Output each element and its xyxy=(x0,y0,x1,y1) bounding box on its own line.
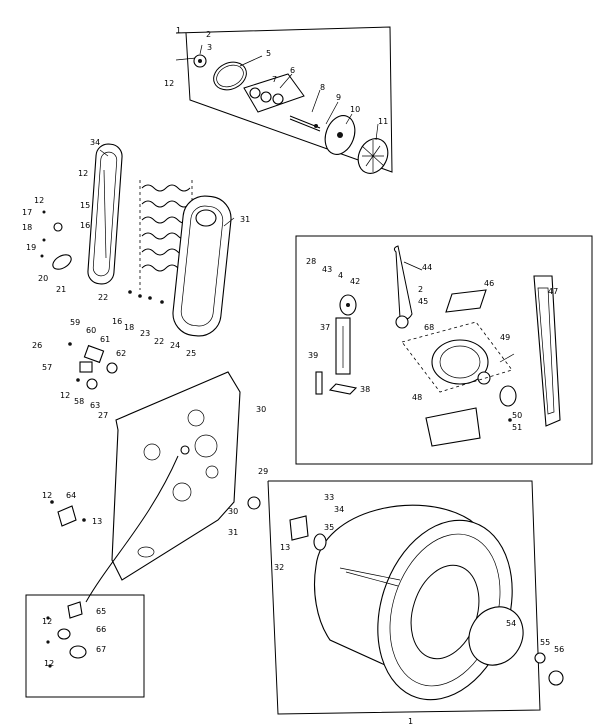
callout-label: 51 xyxy=(512,423,522,432)
lower-left-parts xyxy=(50,500,86,527)
callout-label: 12 xyxy=(34,196,44,205)
callout-label: 63 xyxy=(90,401,100,410)
belt-31-assembly xyxy=(172,195,232,337)
motor-assembly xyxy=(315,245,561,447)
callout-label: 25 xyxy=(186,349,196,358)
callout-label: 11 xyxy=(378,117,388,126)
callout-label: 21 xyxy=(56,285,66,294)
callout-label: 30 xyxy=(228,507,238,516)
callout-label: 12 xyxy=(78,169,88,178)
callout-label: 44 xyxy=(422,263,432,272)
callout-label: 34 xyxy=(90,138,100,147)
callout-label: 26 xyxy=(32,341,42,350)
callout-label: 37 xyxy=(320,323,330,332)
callout-label: 22 xyxy=(98,293,108,302)
callout-label: 55 xyxy=(540,638,550,647)
callout-label: 57 xyxy=(42,363,52,372)
callout-label: 18 xyxy=(124,323,134,332)
callout-label: 66 xyxy=(96,625,106,634)
callout-label: 17 xyxy=(22,208,32,217)
callout-label: 30 xyxy=(256,405,266,414)
callout-label: 54 xyxy=(506,619,516,628)
motor-assembly-frame xyxy=(295,235,593,465)
callout-label: 38 xyxy=(360,385,370,394)
callout-label: 13 xyxy=(280,543,290,552)
callout-label: 3 xyxy=(207,43,212,52)
callout-label: 5 xyxy=(266,49,271,58)
callout-label: 24 xyxy=(170,341,180,350)
callout-label: 12 xyxy=(42,617,52,626)
callout-label: 20 xyxy=(38,274,48,283)
callout-label: 15 xyxy=(80,201,90,210)
top-parts xyxy=(175,54,389,174)
callout-label: 46 xyxy=(484,279,494,288)
leader-lines xyxy=(99,44,515,363)
callout-label: 34 xyxy=(334,505,344,514)
callout-label: 16 xyxy=(112,317,122,326)
callout-label: 45 xyxy=(418,297,428,306)
callout-label: 4 xyxy=(338,271,343,280)
callout-label: 23 xyxy=(140,329,150,338)
callout-label: 12 xyxy=(44,659,54,668)
left-bracket-assembly xyxy=(40,143,123,285)
callout-label: 2 xyxy=(206,30,211,39)
callout-label: 50 xyxy=(512,411,522,420)
callout-label: 62 xyxy=(116,349,126,358)
callout-label: 42 xyxy=(350,277,360,286)
callout-label: 67 xyxy=(96,645,106,654)
callout-label: 12 xyxy=(164,79,174,88)
callouts-left: 34 12 12 15 17 16 18 19 20 21 22 31 xyxy=(22,138,250,302)
callout-label: 60 xyxy=(86,326,96,335)
drum-assembly-frame xyxy=(267,480,541,715)
top-assembly-frame xyxy=(175,26,393,173)
drum-assembly xyxy=(247,496,564,701)
callout-label: 31 xyxy=(228,528,238,537)
callouts-top: 1 2 3 5 6 7 8 9 10 11 12 xyxy=(164,26,388,126)
callout-label: 9 xyxy=(336,93,341,102)
callout-label: 29 xyxy=(258,467,268,476)
callout-label: 16 xyxy=(80,221,90,230)
callout-label: 22 xyxy=(154,337,164,346)
callout-label: 31 xyxy=(240,215,250,224)
callout-label: 35 xyxy=(324,523,334,532)
callout-label: 6 xyxy=(290,66,295,75)
page-footer-number: 1 xyxy=(408,717,413,726)
callout-label: 33 xyxy=(324,493,334,502)
callout-label: 59 xyxy=(70,318,80,327)
callout-label: 65 xyxy=(96,607,106,616)
callout-label: 58 xyxy=(74,397,84,406)
callout-label: 32 xyxy=(274,563,284,572)
callout-label: 18 xyxy=(22,223,32,232)
callout-label: 61 xyxy=(100,335,110,344)
callout-label: 56 xyxy=(554,645,564,654)
callout-label: 68 xyxy=(424,323,434,332)
small-parts-cluster xyxy=(68,290,164,390)
callout-label: 43 xyxy=(322,265,332,274)
callouts-drum: 29 33 30 35 34 13 31 32 54 55 56 xyxy=(228,467,564,654)
callout-label: 8 xyxy=(320,83,325,92)
callout-label: 27 xyxy=(98,411,108,420)
callout-label: 64 xyxy=(66,491,76,500)
rear-bulkhead xyxy=(85,371,241,603)
callout-label: 49 xyxy=(500,333,510,342)
callout-label: 10 xyxy=(350,105,360,114)
callout-label: 1 xyxy=(176,26,181,35)
callout-label: 12 xyxy=(60,391,70,400)
callout-label: 19 xyxy=(26,243,36,252)
callout-label: 13 xyxy=(92,517,102,526)
callouts-mid: 16 18 23 22 24 25 59 60 61 62 26 57 12 5… xyxy=(32,317,266,420)
callouts-lower-left: 12 64 13 65 12 66 12 67 xyxy=(42,491,106,668)
callout-label: 39 xyxy=(308,351,318,360)
callout-label: 2 xyxy=(418,285,423,294)
callouts-motor: 28 43 4 42 44 2 45 46 47 37 68 49 39 38 … xyxy=(306,257,558,432)
callout-label: 12 xyxy=(42,491,52,500)
callout-label: 28 xyxy=(306,257,316,266)
callout-label: 47 xyxy=(548,287,558,296)
inset-parts xyxy=(46,601,87,668)
callout-label: 48 xyxy=(412,393,422,402)
callout-label: 7 xyxy=(272,75,277,84)
inset-frame xyxy=(25,594,145,698)
